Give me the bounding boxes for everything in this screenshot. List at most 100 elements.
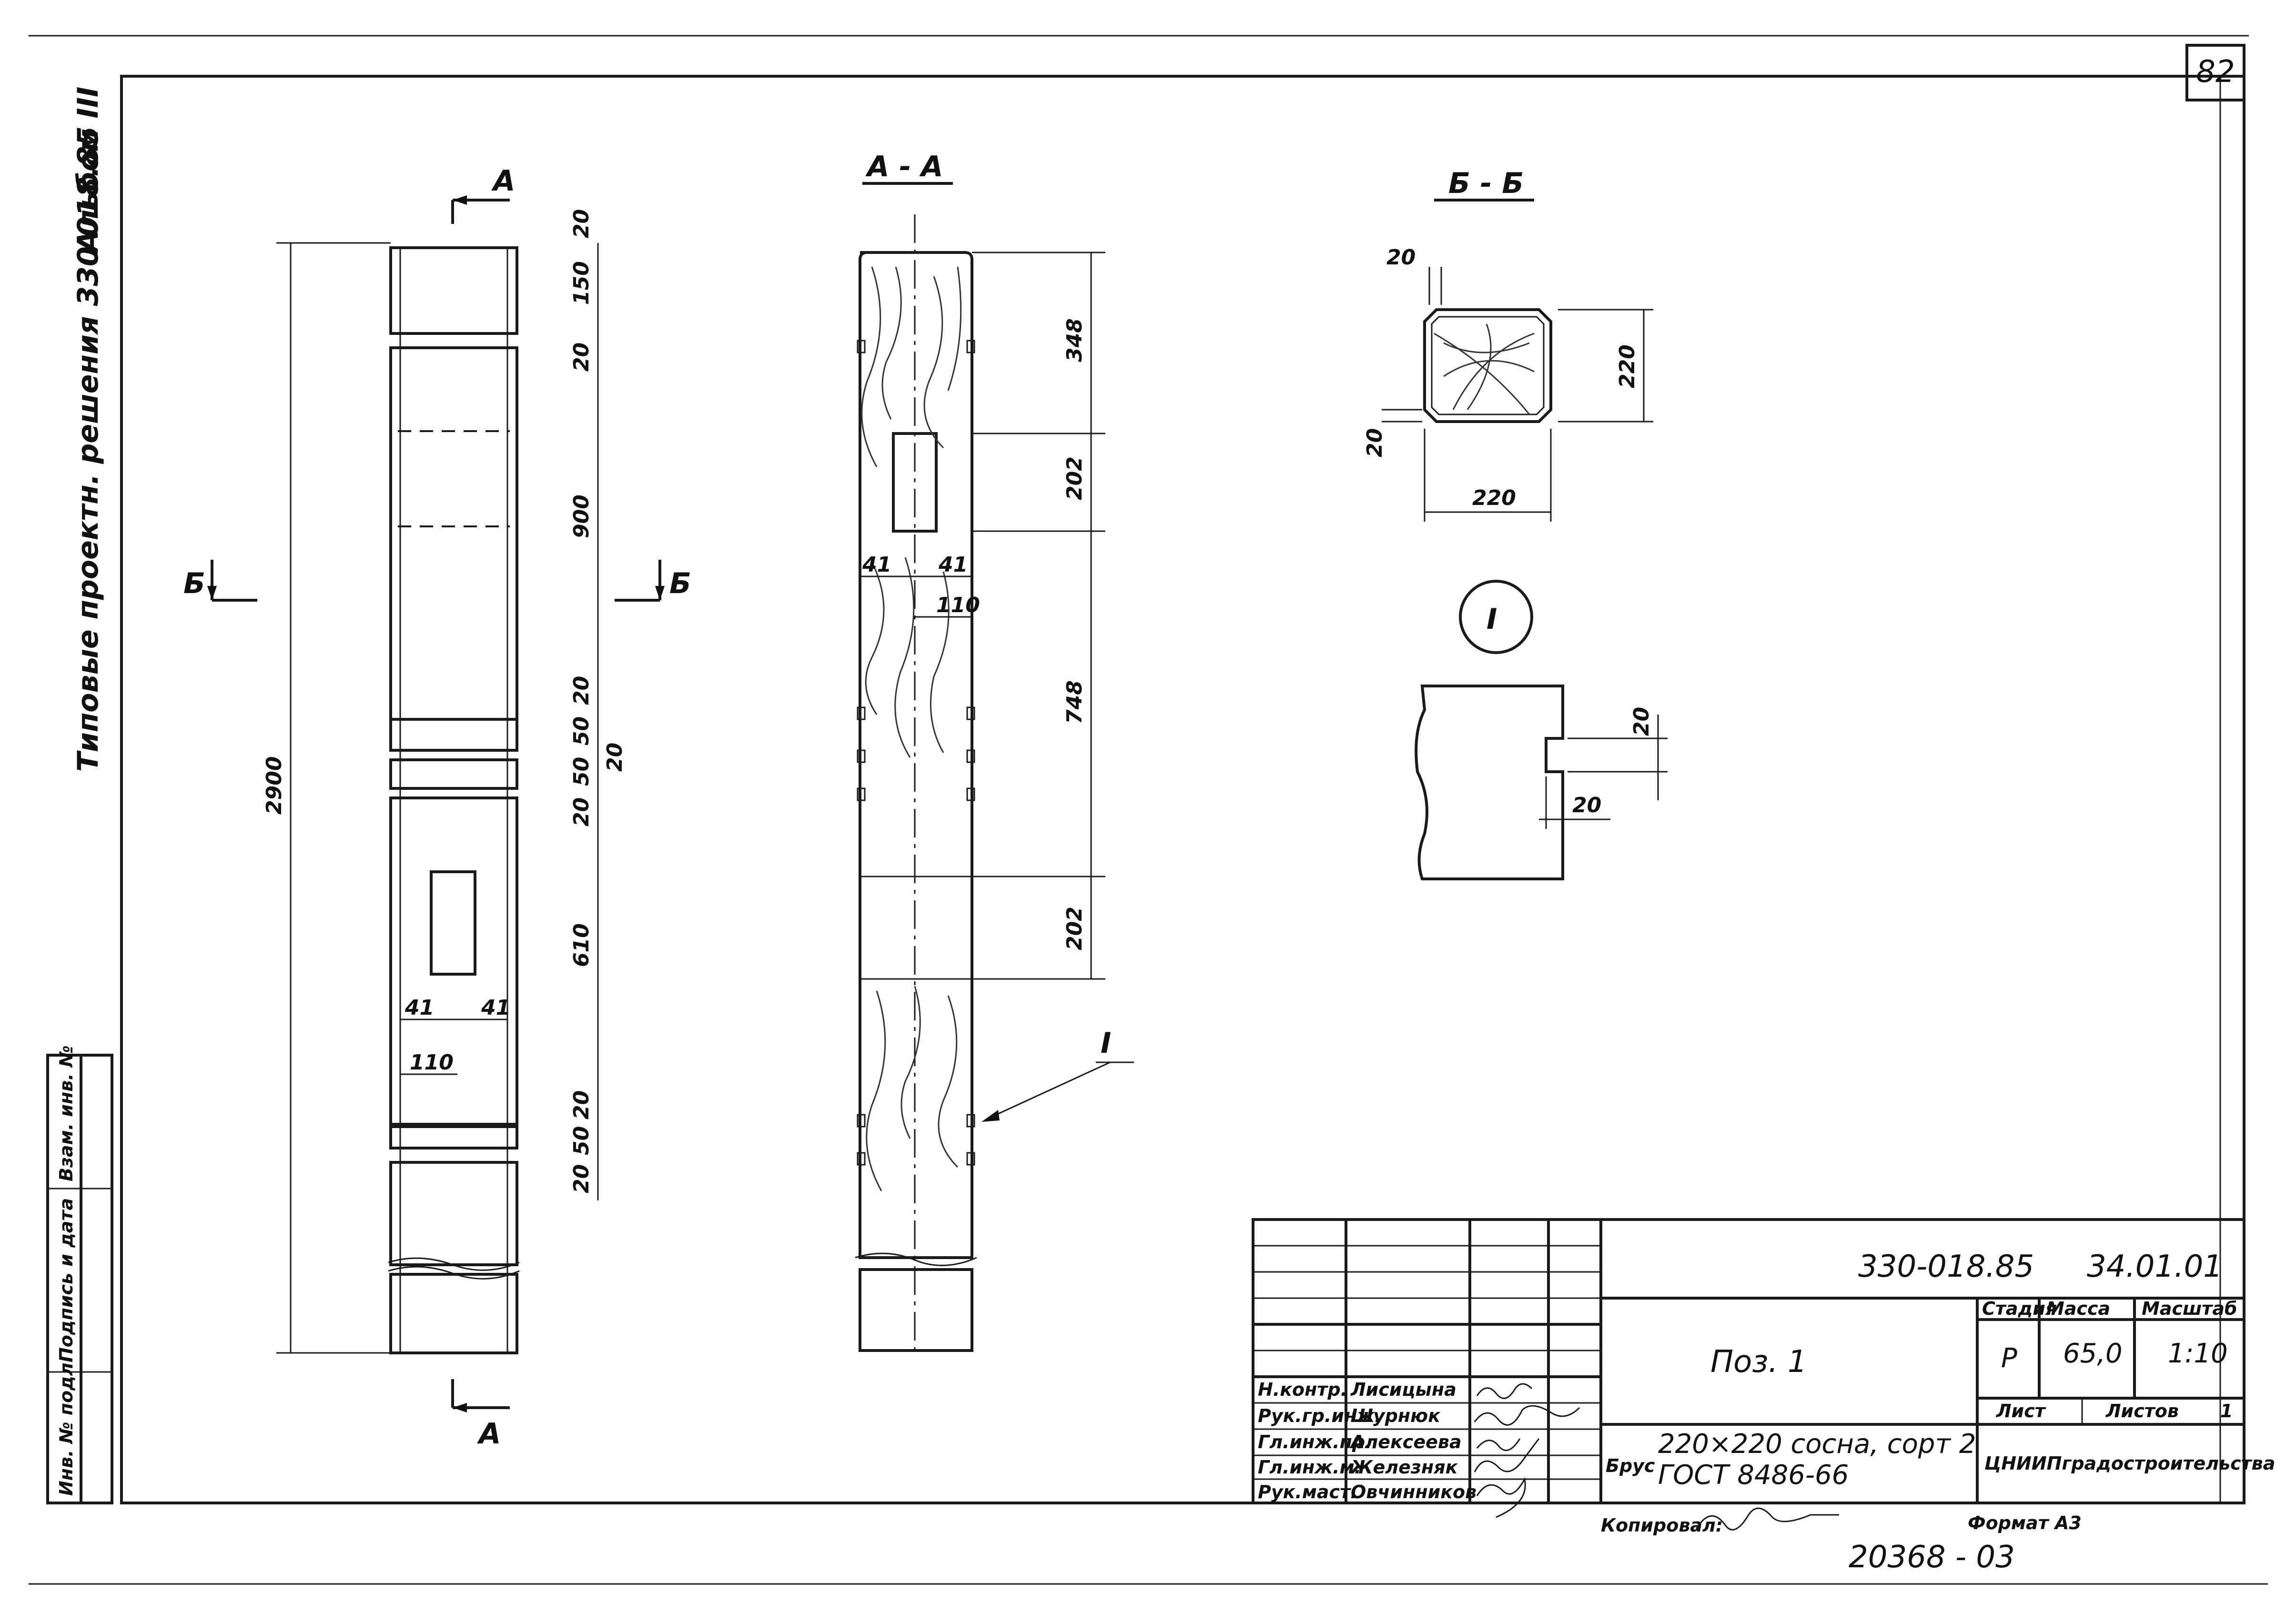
- overall-length-dim: 2900: [262, 756, 286, 815]
- dim-right: 150: [569, 261, 594, 305]
- staff-name: Лисицына: [1350, 1379, 1456, 1400]
- detail-marker-circle: [1459, 580, 1533, 654]
- dim-right: 610: [569, 923, 594, 967]
- elevation-segment: [389, 758, 518, 790]
- dim-right: 50: [569, 757, 594, 786]
- archive-number: 20368 - 03: [1849, 1540, 2015, 1575]
- side-stamp: Инв. № подл. Подпись и дата Взам. инв. №: [46, 1045, 113, 1504]
- dim-right: 20: [569, 1090, 594, 1119]
- elevation-view: А А Б Б 2900 20 150 20 900 20 50 50 20 2…: [183, 164, 691, 1451]
- elevation-segment: [389, 1273, 518, 1354]
- elevation-segment: [389, 346, 518, 721]
- section-aa-notches: [857, 340, 975, 1166]
- elevation-segment: [389, 246, 518, 335]
- elevation-hole: [430, 870, 476, 976]
- staff-role: Н.контр.: [1258, 1379, 1347, 1400]
- side-title: Типовые проектн. решения 330 018.85: [71, 126, 105, 772]
- staff-name: Овчинников: [1351, 1482, 1477, 1502]
- section-aa-dim: 202: [1062, 456, 1087, 500]
- section-bb-chamfer-side: 20: [1363, 428, 1387, 457]
- mass-value: 65,0: [2063, 1338, 2123, 1369]
- staff-role: Гл.инж.пр.: [1258, 1432, 1372, 1452]
- elevation-segment: [389, 718, 518, 752]
- stage-value: Р: [2001, 1343, 2017, 1374]
- detail-marker: I: [1487, 603, 1497, 636]
- hole-dim-right: 41: [481, 996, 510, 1020]
- section-mark-bottom: А: [477, 1417, 501, 1451]
- page-number: 82: [2196, 54, 2235, 90]
- copier-signature: [1695, 1507, 1839, 1531]
- dim-right: 50: [569, 716, 594, 746]
- section-aa-dim: 748: [1062, 680, 1087, 724]
- section-bb-hatch: [1434, 323, 1535, 415]
- section-bb-width: 220: [1472, 486, 1516, 510]
- detail-outline: [1415, 685, 1564, 880]
- section-aa-title: А - А: [865, 150, 943, 183]
- scale-value: 1:10: [2168, 1338, 2228, 1369]
- dim-right: 20: [569, 797, 594, 827]
- staff-name: Железняк: [1349, 1457, 1458, 1478]
- section-aa-hole-width: 110: [936, 593, 980, 617]
- position-label: Поз. 1: [1710, 1344, 1807, 1380]
- section-aa-dim: 202: [1062, 907, 1087, 950]
- sheet-code: 34.01.01: [2087, 1249, 2223, 1284]
- stage-header: Стадия: [1982, 1298, 2057, 1319]
- dim-right: 20: [569, 1164, 594, 1193]
- description-line1: 220×220 сосна, сорт 2: [1658, 1429, 1976, 1460]
- section-aa: А - А: [855, 150, 1134, 1353]
- stamp-signature-date: Подпись и дата: [56, 1198, 77, 1362]
- wood-grain: [861, 266, 962, 1191]
- title-block: 330-018.85 34.01.01 Поз. 1 Стадия Масса …: [1252, 1218, 2275, 1518]
- detail-one: I 20 20: [1415, 580, 1668, 880]
- description-line2: ГОСТ 8486-66: [1658, 1460, 1849, 1491]
- item-word: Брус: [1606, 1455, 1655, 1476]
- dim-right: 20: [569, 209, 594, 238]
- section-bb-chamfer-top: 20: [1386, 245, 1416, 270]
- detail-callout: I: [1101, 1027, 1111, 1060]
- section-aa-hole-left: 41: [862, 553, 891, 577]
- elevation-segment: [389, 796, 518, 1128]
- main-frame: [120, 75, 2245, 1504]
- elevation-segment: [389, 1161, 518, 1266]
- page-number-box: [2185, 44, 2245, 101]
- staff-role: Рук.маст.: [1258, 1482, 1357, 1502]
- section-aa-hole-right: 41: [938, 553, 968, 577]
- doc-code: 330-018.85: [1858, 1249, 2034, 1284]
- scale-header: Масштаб: [2142, 1298, 2237, 1319]
- detail-notch-width: 20: [1572, 793, 1601, 817]
- section-mark-right: Б: [669, 567, 691, 600]
- sheets-label: Листов: [2105, 1401, 2179, 1422]
- stamp-replaced-inv: Взам. инв. №: [56, 1045, 77, 1181]
- section-bb-height: 220: [1615, 344, 1639, 388]
- section-bb-outline: [1423, 308, 1552, 423]
- hole-dim-width: 110: [410, 1050, 454, 1075]
- elevation-segment: [389, 1123, 518, 1149]
- stamp-inv-podl: Инв. № подл.: [56, 1356, 77, 1496]
- section-mark-top: А: [491, 164, 515, 198]
- staff-role: Рук.гр.инж.: [1258, 1405, 1381, 1426]
- sheet-label: Лист: [1996, 1401, 2046, 1422]
- dim-right: 50: [569, 1126, 594, 1155]
- sheets-count: 1: [2220, 1401, 2233, 1422]
- section-aa-cut-zone: [859, 876, 973, 980]
- staff-name: Алексеева: [1349, 1432, 1462, 1452]
- dim-right: 20: [569, 343, 594, 372]
- dim-right: 20: [603, 743, 627, 772]
- dim-right: 900: [569, 494, 594, 538]
- section-mark-left: Б: [183, 567, 205, 600]
- staff-role: Гл.инж.м.: [1258, 1457, 1361, 1478]
- hole-dim-left: 41: [405, 996, 434, 1020]
- detail-notch-depth: 20: [1629, 707, 1654, 736]
- section-bb: Б - Б 20 20 220 220: [1363, 167, 1653, 522]
- organization: ЦНИИПградостроительства: [1984, 1453, 2275, 1474]
- section-aa-dim: 348: [1062, 318, 1087, 362]
- format-label: Формат А3: [1968, 1512, 2082, 1533]
- dim-right: 20: [569, 676, 594, 705]
- signatures: [1474, 1383, 1580, 1518]
- album-label: Альбом III: [71, 87, 105, 254]
- mass-header: Масса: [2046, 1298, 2110, 1319]
- section-aa-outline: [859, 251, 973, 1259]
- section-bb-title: Б - Б: [1448, 167, 1524, 200]
- copied-label: Копировал:: [1601, 1515, 1723, 1536]
